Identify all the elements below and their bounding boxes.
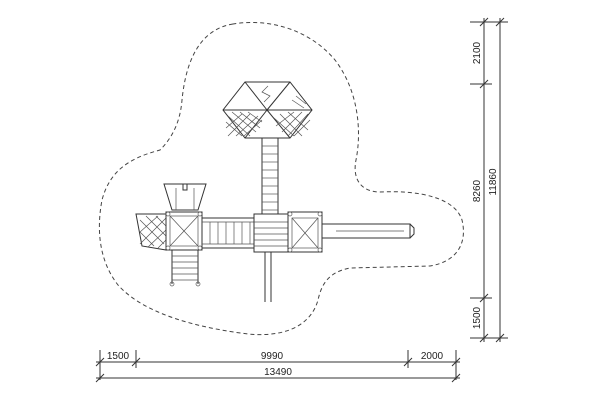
dim-bottom-margin: 1500 [472,306,483,329]
horizontal-dimensions: 1500 9990 2000 13490 [95,350,461,383]
left-platform [165,211,203,251]
safety-zone-outline [98,22,464,336]
roof-tower [222,81,313,139]
left-step-ladder [169,250,201,287]
slide [321,223,415,239]
dim-main-height: 8260 [472,179,483,202]
center-posts [264,252,272,302]
dim-right-margin: 2000 [421,351,444,362]
rope-bridge [201,217,255,249]
left-tower-top [163,183,207,211]
vertical-dimensions: 2100 8260 1500 11860 [470,17,508,343]
center-deck [253,213,289,253]
dim-total-width: 13490 [264,367,292,378]
dim-top-margin: 2100 [472,41,483,64]
dim-left-margin: 1500 [107,351,130,362]
right-platform [287,211,323,253]
tower-ladder [261,138,279,214]
dim-total-height: 11860 [488,168,499,196]
left-climbing-net [135,213,167,251]
dim-main-width: 9990 [261,351,284,362]
